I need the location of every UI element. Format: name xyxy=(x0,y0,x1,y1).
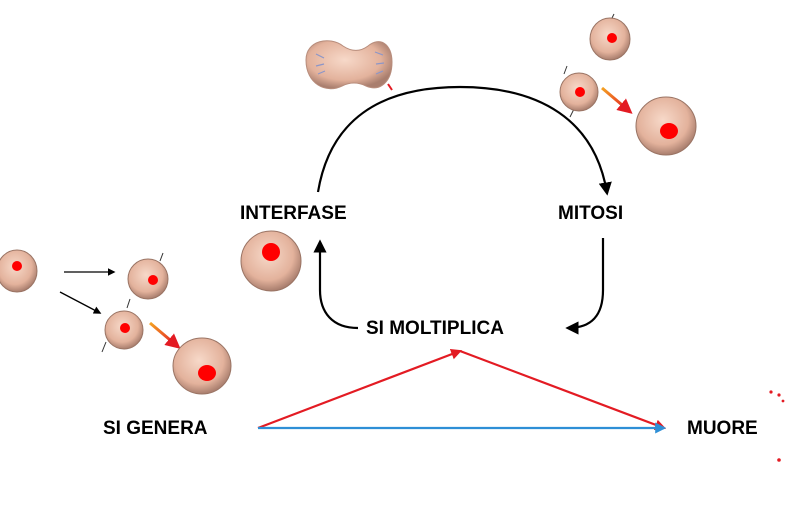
dying-cell-fragments xyxy=(769,390,785,462)
arc-interfase-to-mitosi xyxy=(316,85,612,196)
arc-moltiplica-to-interfase xyxy=(313,239,359,330)
mitosis-cells-top-right xyxy=(559,13,697,156)
label-si-genera: SI GENERA xyxy=(103,418,208,439)
label-mitosi: MITOSI xyxy=(558,203,624,224)
red-arrow-genera-to-moltiplica xyxy=(257,348,463,430)
label-interfase: INTERFASE xyxy=(240,203,347,224)
dividing-cell-illustration xyxy=(305,40,393,91)
label-si-moltiplica: SI MOLTIPLICA xyxy=(366,318,504,339)
arc-mitosi-to-moltiplica xyxy=(565,238,605,335)
label-muore: MUORE xyxy=(687,418,758,439)
red-arrow-moltiplica-to-muore xyxy=(459,349,667,431)
interfase-cell xyxy=(240,230,302,292)
cell-generation-left xyxy=(0,249,232,395)
